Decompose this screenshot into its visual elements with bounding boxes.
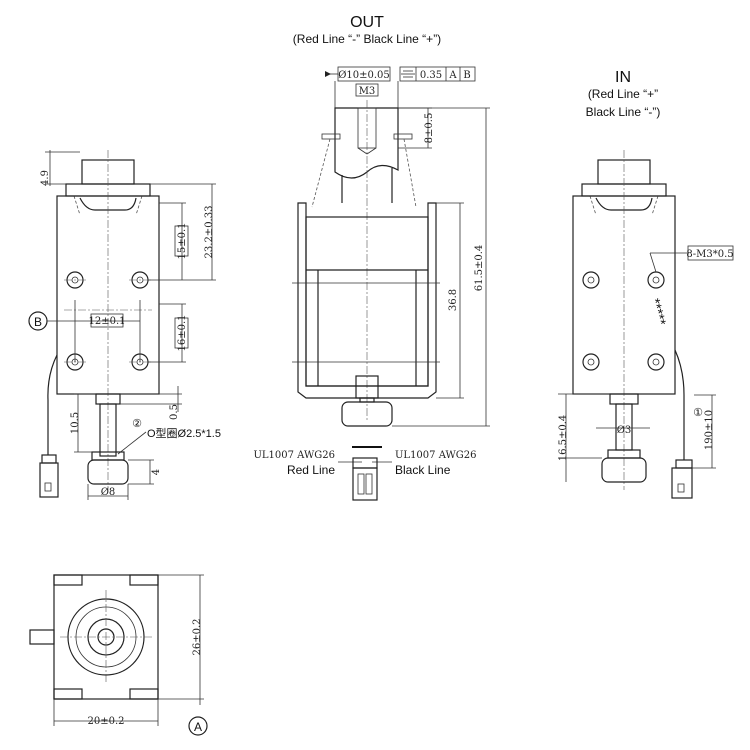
datum-a-marker (188, 716, 208, 736)
left-view: 4.9 15±0.1 23.2±0.33 16±0.1 12±0.1 B (28, 150, 221, 500)
out-subtitle: (Red Line “-” Black Line “+”) (293, 32, 441, 46)
tolerance-frame: Ø10±0.05 0.35 A B (325, 66, 476, 82)
wire-right-spec: UL1007 AWG26 (395, 450, 477, 461)
datum-a-ref: A (448, 70, 457, 81)
dim-shaft-len: 10.5 (70, 412, 81, 434)
dim-plunger-len: 16.5±0.4 (558, 415, 569, 462)
marking-stars: ***** (647, 297, 670, 328)
dim-mount-holes: 8-M3*0.5 (686, 249, 733, 260)
dim-inner-height: 36.8 (448, 289, 459, 311)
tolerance-value: 0.35 (420, 70, 442, 81)
datum-b-ref: B (463, 70, 470, 81)
wire-left-color: Red Line (287, 463, 335, 477)
dim-plunger-dia: Ø3 (617, 425, 632, 436)
plunger-cap (341, 401, 393, 427)
dim-cap-h: 4 (151, 469, 162, 475)
in-subtitle-1: (Red Line “+” (588, 87, 658, 101)
connector (352, 467, 378, 501)
coil-body (305, 216, 429, 387)
callout-1: ① (693, 407, 703, 419)
out-view: OUT (Red Line “-” Black Line “+”) Ø10±0.… (253, 14, 490, 501)
bottom-view: 26±0.2 20±0.2 A (29, 574, 208, 736)
dim-hole-spacing-v1: 15±0.1 (177, 222, 188, 259)
mount-holes-right (582, 271, 665, 371)
dim-hole-spacing-h: 12±0.1 (88, 316, 125, 327)
in-subtitle-2: Black Line “-”) (586, 105, 661, 119)
callout-2: ② (132, 418, 142, 430)
dim-total-height: 61.5±0.4 (474, 245, 485, 292)
dim-wire-len: 190±10 (704, 410, 715, 450)
dim-gap: 0.5 (169, 404, 180, 420)
dim-bottom-height: 26±0.2 (192, 618, 203, 655)
datum-b-label: B (34, 315, 42, 329)
plunger-cap-left (87, 459, 129, 485)
dim-overall-v: 23.2±0.33 (204, 206, 215, 259)
shaft-section (334, 107, 399, 179)
plunger-cap-right (601, 457, 647, 483)
wire-left-spec: UL1007 AWG26 (253, 450, 335, 461)
dim-shaft-diameter: Ø10±0.05 (338, 70, 390, 81)
dim-top: 4.9 (40, 170, 51, 186)
in-title: IN (615, 69, 631, 86)
dim-thread: M3 (359, 86, 376, 97)
dim-thread-depth: 8±0.5 (424, 113, 435, 144)
dim-cap-dia: Ø8 (101, 487, 116, 498)
wire-right-color: Black Line (395, 463, 451, 477)
out-title: OUT (350, 14, 384, 31)
datum-a-label: A (194, 720, 202, 734)
dim-hole-spacing-v2: 16±0.1 (177, 314, 188, 351)
in-view: IN (Red Line “+” Black Line “-”) 8-M3*0.… (558, 69, 734, 499)
dim-bottom-width: 20±0.2 (87, 716, 124, 727)
oring-label: O型圈Ø2.5*1.5 (147, 426, 221, 440)
